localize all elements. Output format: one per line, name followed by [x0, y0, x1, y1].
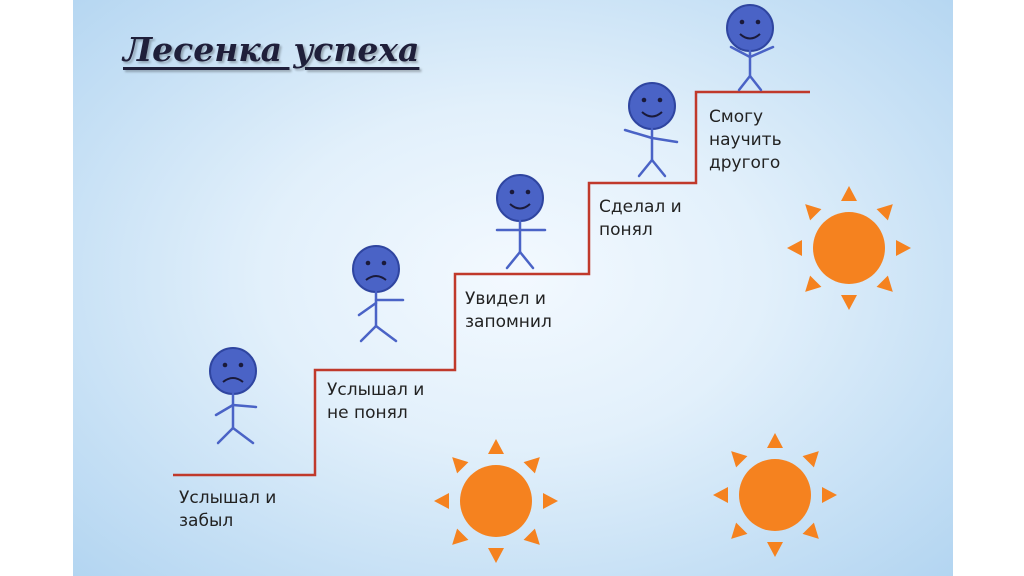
stick-figure-happy-icon	[726, 4, 775, 92]
stick-figure-happy-icon	[623, 82, 679, 178]
step-5-line-2: научить	[709, 130, 782, 150]
stick-figure-sad-icon	[352, 245, 405, 343]
staircase-line	[173, 90, 810, 477]
step-1-line-2: забыл	[179, 511, 234, 531]
step-2-line-1: Услышал и	[327, 380, 425, 400]
step-5-line-1: Смогу	[709, 107, 764, 127]
step-4-line-2: понял	[599, 220, 653, 240]
sun-icon	[713, 433, 837, 557]
step-label-3: Увидел и запомнил	[465, 288, 552, 334]
step-3-line-2: запомнил	[465, 312, 552, 332]
step-label-1: Услышал и забыл	[179, 487, 276, 533]
sun-icon	[434, 439, 558, 563]
step-label-2: Услышал и не понял	[327, 379, 424, 425]
step-label-4: Сделал и понял	[599, 196, 682, 242]
step-1-line-1: Услышал и	[179, 488, 277, 508]
stick-figure-sad-icon	[209, 347, 258, 445]
slide-title: Лесенка успеха	[123, 30, 420, 69]
step-4-line-1: Сделал и	[599, 197, 682, 217]
step-3-line-1: Увидел и	[465, 289, 546, 309]
step-2-line-2: не понял	[327, 403, 408, 423]
step-5-line-3: другого	[709, 153, 781, 173]
sun-icon	[787, 186, 911, 310]
slide: Лесенка успеха Услышал и забыл Услышал и…	[73, 0, 953, 576]
step-label-5: Смогу научить другого	[709, 106, 782, 175]
stick-figure-happy-icon	[495, 174, 547, 270]
